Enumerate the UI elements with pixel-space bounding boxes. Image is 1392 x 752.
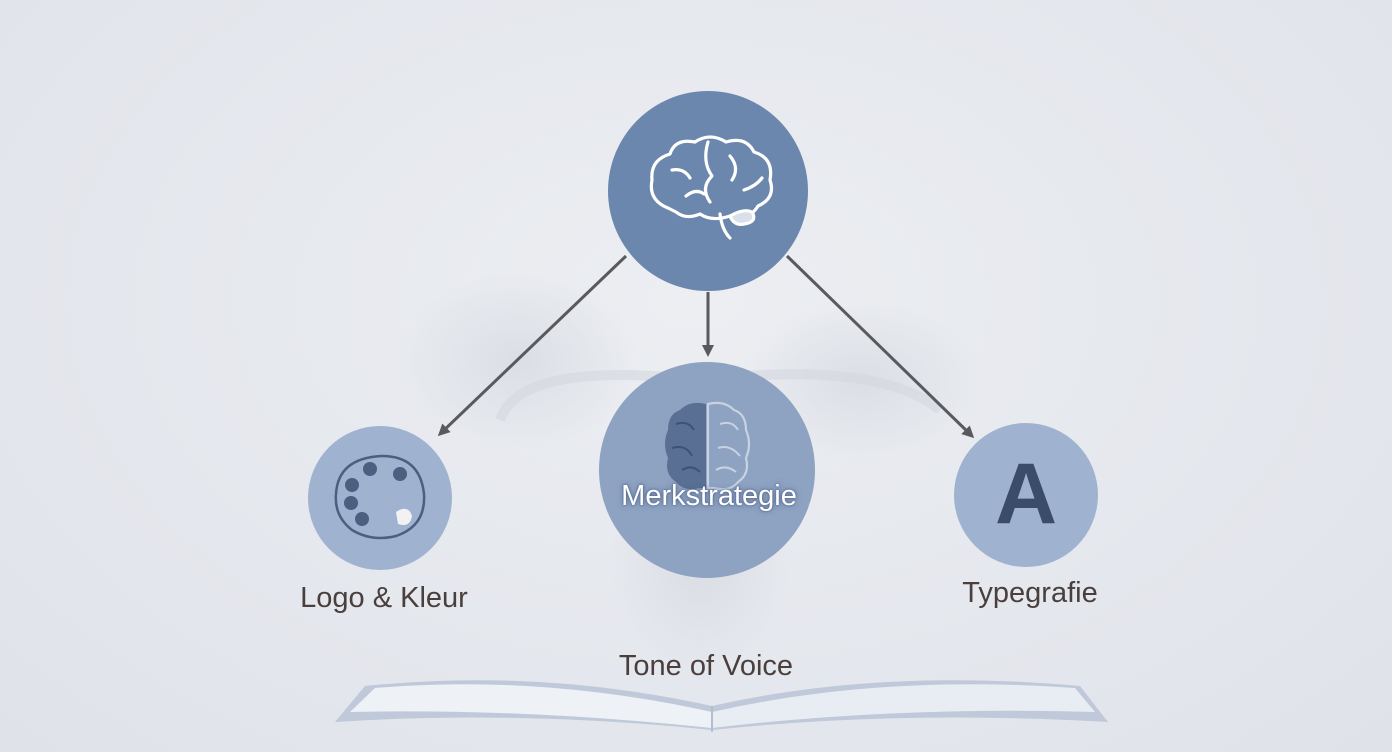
node-left-label: Logo & Kleur xyxy=(300,582,468,614)
node-center-label: Merkstrategie xyxy=(621,480,797,512)
node-right xyxy=(954,423,1098,567)
node-right-label: Typegrafie xyxy=(962,577,1098,609)
node-top xyxy=(608,91,808,291)
node-left xyxy=(308,426,452,570)
arrow-to-logo xyxy=(437,254,628,437)
palette-icon xyxy=(334,454,426,540)
letter-a-icon: A xyxy=(994,446,1058,542)
brain-icon xyxy=(649,135,774,240)
connector-arrows xyxy=(437,254,975,439)
node-center xyxy=(599,362,815,578)
footer-label: Tone of Voice xyxy=(618,650,794,682)
arrow-to-typography xyxy=(785,254,975,439)
split-brain-icon xyxy=(665,401,751,491)
open-book xyxy=(335,680,1108,732)
